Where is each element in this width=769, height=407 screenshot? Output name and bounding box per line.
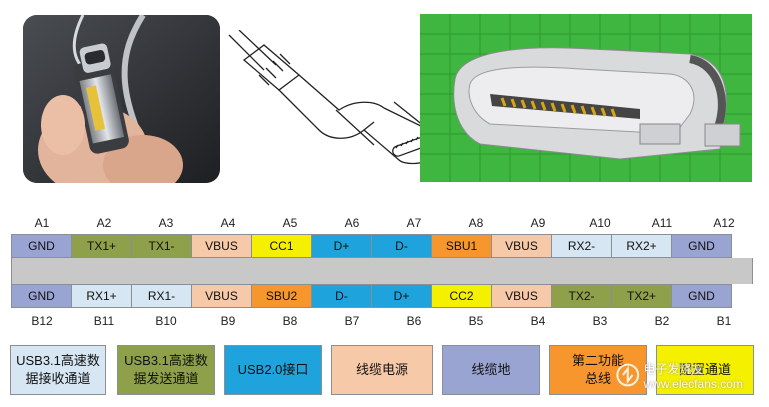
pin-label: A1: [34, 216, 50, 230]
legend-gnd: 线缆地: [442, 345, 540, 395]
pin-label: B5: [468, 314, 484, 328]
pin-label: A12: [713, 216, 735, 230]
pin-label: A9: [530, 216, 546, 230]
pin-label: B3: [592, 314, 608, 328]
pin-cell: VBUS: [191, 234, 252, 258]
pin-cell: TX2+: [611, 284, 672, 308]
pin-cell: TX2-: [551, 284, 612, 308]
pin-label: A4: [220, 216, 236, 230]
watermark-text: 电子发烧友 www.elecfans.com: [643, 361, 743, 391]
hand-cable-illustration: [23, 15, 220, 183]
pin-label: B11: [93, 314, 115, 328]
pin-label: A8: [468, 216, 484, 230]
legend-usb31-tx: USB3.1高速数 据发送通道: [117, 345, 215, 395]
pin-cell: VBUS: [191, 284, 252, 308]
pin-cell: SBU2: [251, 284, 312, 308]
pin-cell: VBUS: [491, 234, 552, 258]
pin-label: A3: [158, 216, 174, 230]
pin-label: A5: [282, 216, 298, 230]
pin-cell: D+: [311, 234, 372, 258]
watermark-logo: 电子发烧友 www.elecfans.com: [616, 355, 756, 395]
pin-cell: D-: [311, 284, 372, 308]
legend-cc: 配置通道: [656, 345, 754, 395]
pin-label: A6: [344, 216, 360, 230]
usb-c-receptacle-render: [420, 14, 752, 182]
pin-label: B10: [155, 314, 177, 328]
photo-hand-holding-usb-c-cable: [23, 15, 220, 183]
legend-usb31-rx: USB3.1高速数 据接收通道: [10, 345, 106, 395]
pin-cell: RX1-: [131, 284, 192, 308]
usb-c-plug-line-drawing: [228, 30, 438, 165]
pin-label: A10: [589, 216, 611, 230]
connector-tongue-bar: [11, 258, 753, 284]
pin-cell: RX2-: [551, 234, 612, 258]
legend-sbu: 第二功能 总线: [549, 345, 647, 395]
bottom-pin-row: GND RX1+ RX1- VBUS SBU2 D- D+ CC2 VBUS T…: [11, 284, 732, 308]
pin-cell: SBU1: [431, 234, 492, 258]
pin-cell: GND: [11, 284, 72, 308]
pin-label: B6: [406, 314, 422, 328]
pin-cell: TX1+: [71, 234, 132, 258]
pin-label: B9: [220, 314, 236, 328]
pin-cell: GND: [11, 234, 72, 258]
pin-label: B12: [31, 314, 53, 328]
pin-cell: GND: [671, 234, 732, 258]
pin-label: A2: [96, 216, 112, 230]
pin-cell: VBUS: [491, 284, 552, 308]
pin-label: B1: [716, 314, 732, 328]
legend-vbus: 线缆电源: [331, 345, 433, 395]
top-pin-row: GND TX1+ TX1- VBUS CC1 D+ D- SBU1 VBUS R…: [11, 234, 732, 258]
pin-cell: TX1-: [131, 234, 192, 258]
pin-label: B8: [282, 314, 298, 328]
pin-label: B4: [530, 314, 546, 328]
top-pin-labels: A1 A2 A3 A4 A5 A6 A7 A8 A9 A10 A11 A12: [11, 216, 755, 230]
elecfans-logo-icon: [616, 363, 640, 387]
bottom-pin-labels: B12 B11 B10 B9 B8 B7 B6 B5 B4 B3 B2 B1: [11, 314, 755, 328]
pin-cell: RX2+: [611, 234, 672, 258]
pin-cell: D-: [371, 234, 432, 258]
pin-cell: CC2: [431, 284, 492, 308]
pin-cell: RX1+: [71, 284, 132, 308]
pin-label: B2: [654, 314, 670, 328]
pin-label: B7: [344, 314, 360, 328]
pin-cell: GND: [671, 284, 732, 308]
pin-cell: CC1: [251, 234, 312, 258]
pin-cell: D+: [371, 284, 432, 308]
pin-label: A7: [406, 216, 422, 230]
legend-usb20: USB2.0接口: [224, 345, 322, 395]
pin-label: A11: [651, 216, 673, 230]
